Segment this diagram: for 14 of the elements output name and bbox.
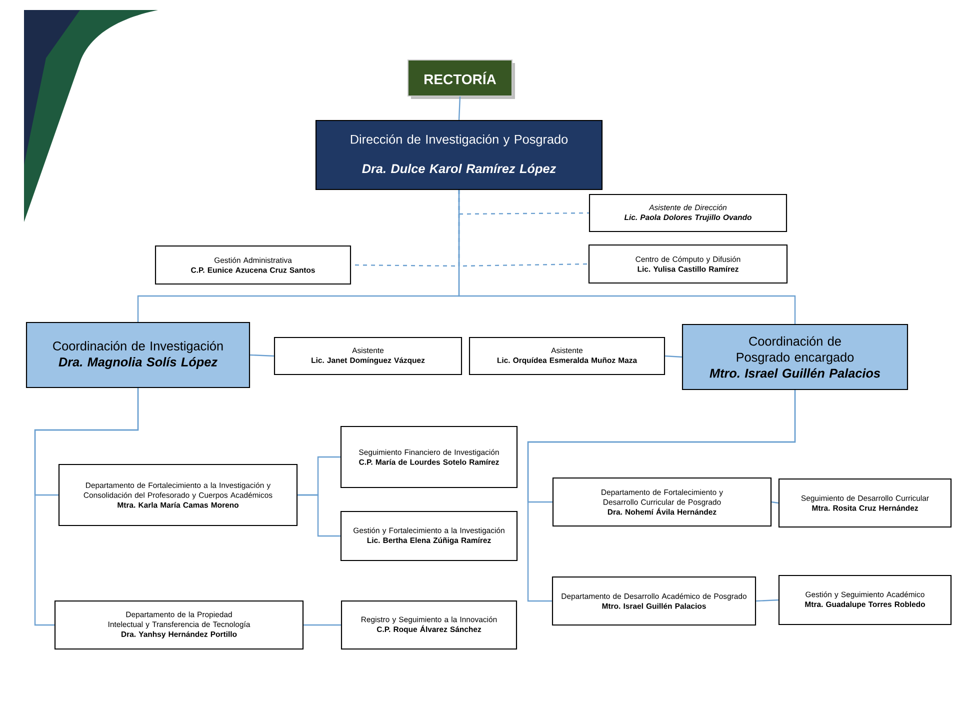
connector-line [771,501,779,504]
coordination-box: Coordinación de Investigación Dra. Magnolia Solís López [26,322,250,388]
connector-line [527,390,796,602]
connector-line [458,190,796,324]
connector-line [298,494,340,537]
director-box: Dirección de Investigación y Posgrado Dra. Dulce Karol Ramírez López [315,120,603,190]
connector-line [250,354,274,357]
title-box: RECTORÍA [407,59,515,99]
connector-line [756,599,778,602]
connector-line [458,96,461,120]
connector-line [304,624,341,626]
connector-line [665,355,682,358]
connector-line [34,388,139,626]
coordination-box: Coordinación de Posgrado encargado Mtro. Israel Guillén Palacios [682,324,908,390]
